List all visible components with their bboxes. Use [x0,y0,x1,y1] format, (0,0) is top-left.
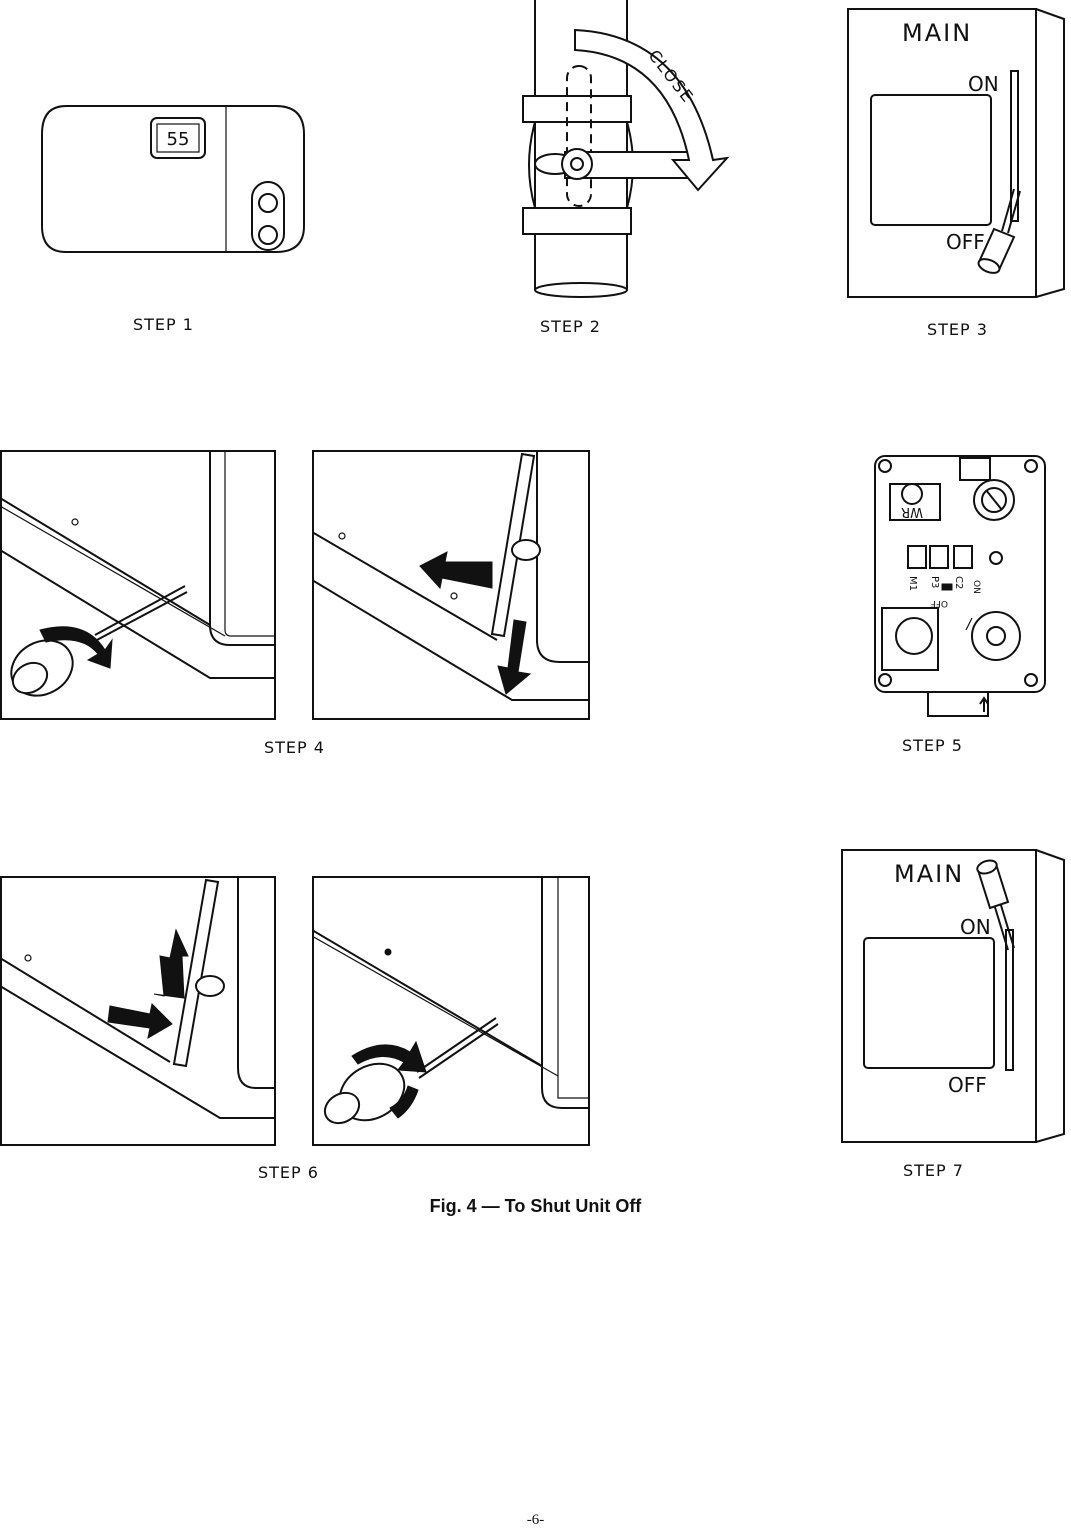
p3-mark: P3 [929,576,940,588]
main-title: MAIN [902,19,972,47]
step-1-label: STEP 1 [133,315,194,334]
off-text: OFF [948,1073,987,1097]
off-mark: OFF [931,598,948,608]
on-text: ON [960,915,991,939]
step-7-label: STEP 7 [903,1161,964,1180]
thermostat-illustration: 55 [36,98,311,258]
m1-mark: M1 [907,576,918,591]
step-3-label: STEP 3 [927,320,988,339]
step-4-label: STEP 4 [264,738,325,757]
off-text: OFF [946,230,985,254]
step-4-panel-left [0,450,278,722]
step-6-label: STEP 6 [258,1163,319,1182]
step-2-label: STEP 2 [540,317,601,336]
c2-mark: C2 [953,576,964,589]
main-title: MAIN [894,860,964,888]
gas-valve-illustration: CLOSE [505,0,730,300]
step-5-label: STEP 5 [902,736,963,755]
wr-mark: WR [901,504,923,519]
main-switch-on-illustration: MAIN ON OFF [836,846,1068,1146]
figure-caption: Fig. 4 — To Shut Unit Off [429,1196,642,1216]
page-number: -6- [526,1512,545,1528]
step-6-panel-left [0,876,278,1148]
step-4-panel-right [312,450,592,722]
main-switch-off-illustration: MAIN ON OFF [842,5,1070,301]
on-mark: ON [971,580,981,594]
gas-control-illustration: WR M1 P3 C2 ON OFF [870,450,1050,722]
on-text: ON [968,72,999,96]
thermostat-display: 55 [167,129,190,150]
step-6-panel-right [312,876,592,1148]
